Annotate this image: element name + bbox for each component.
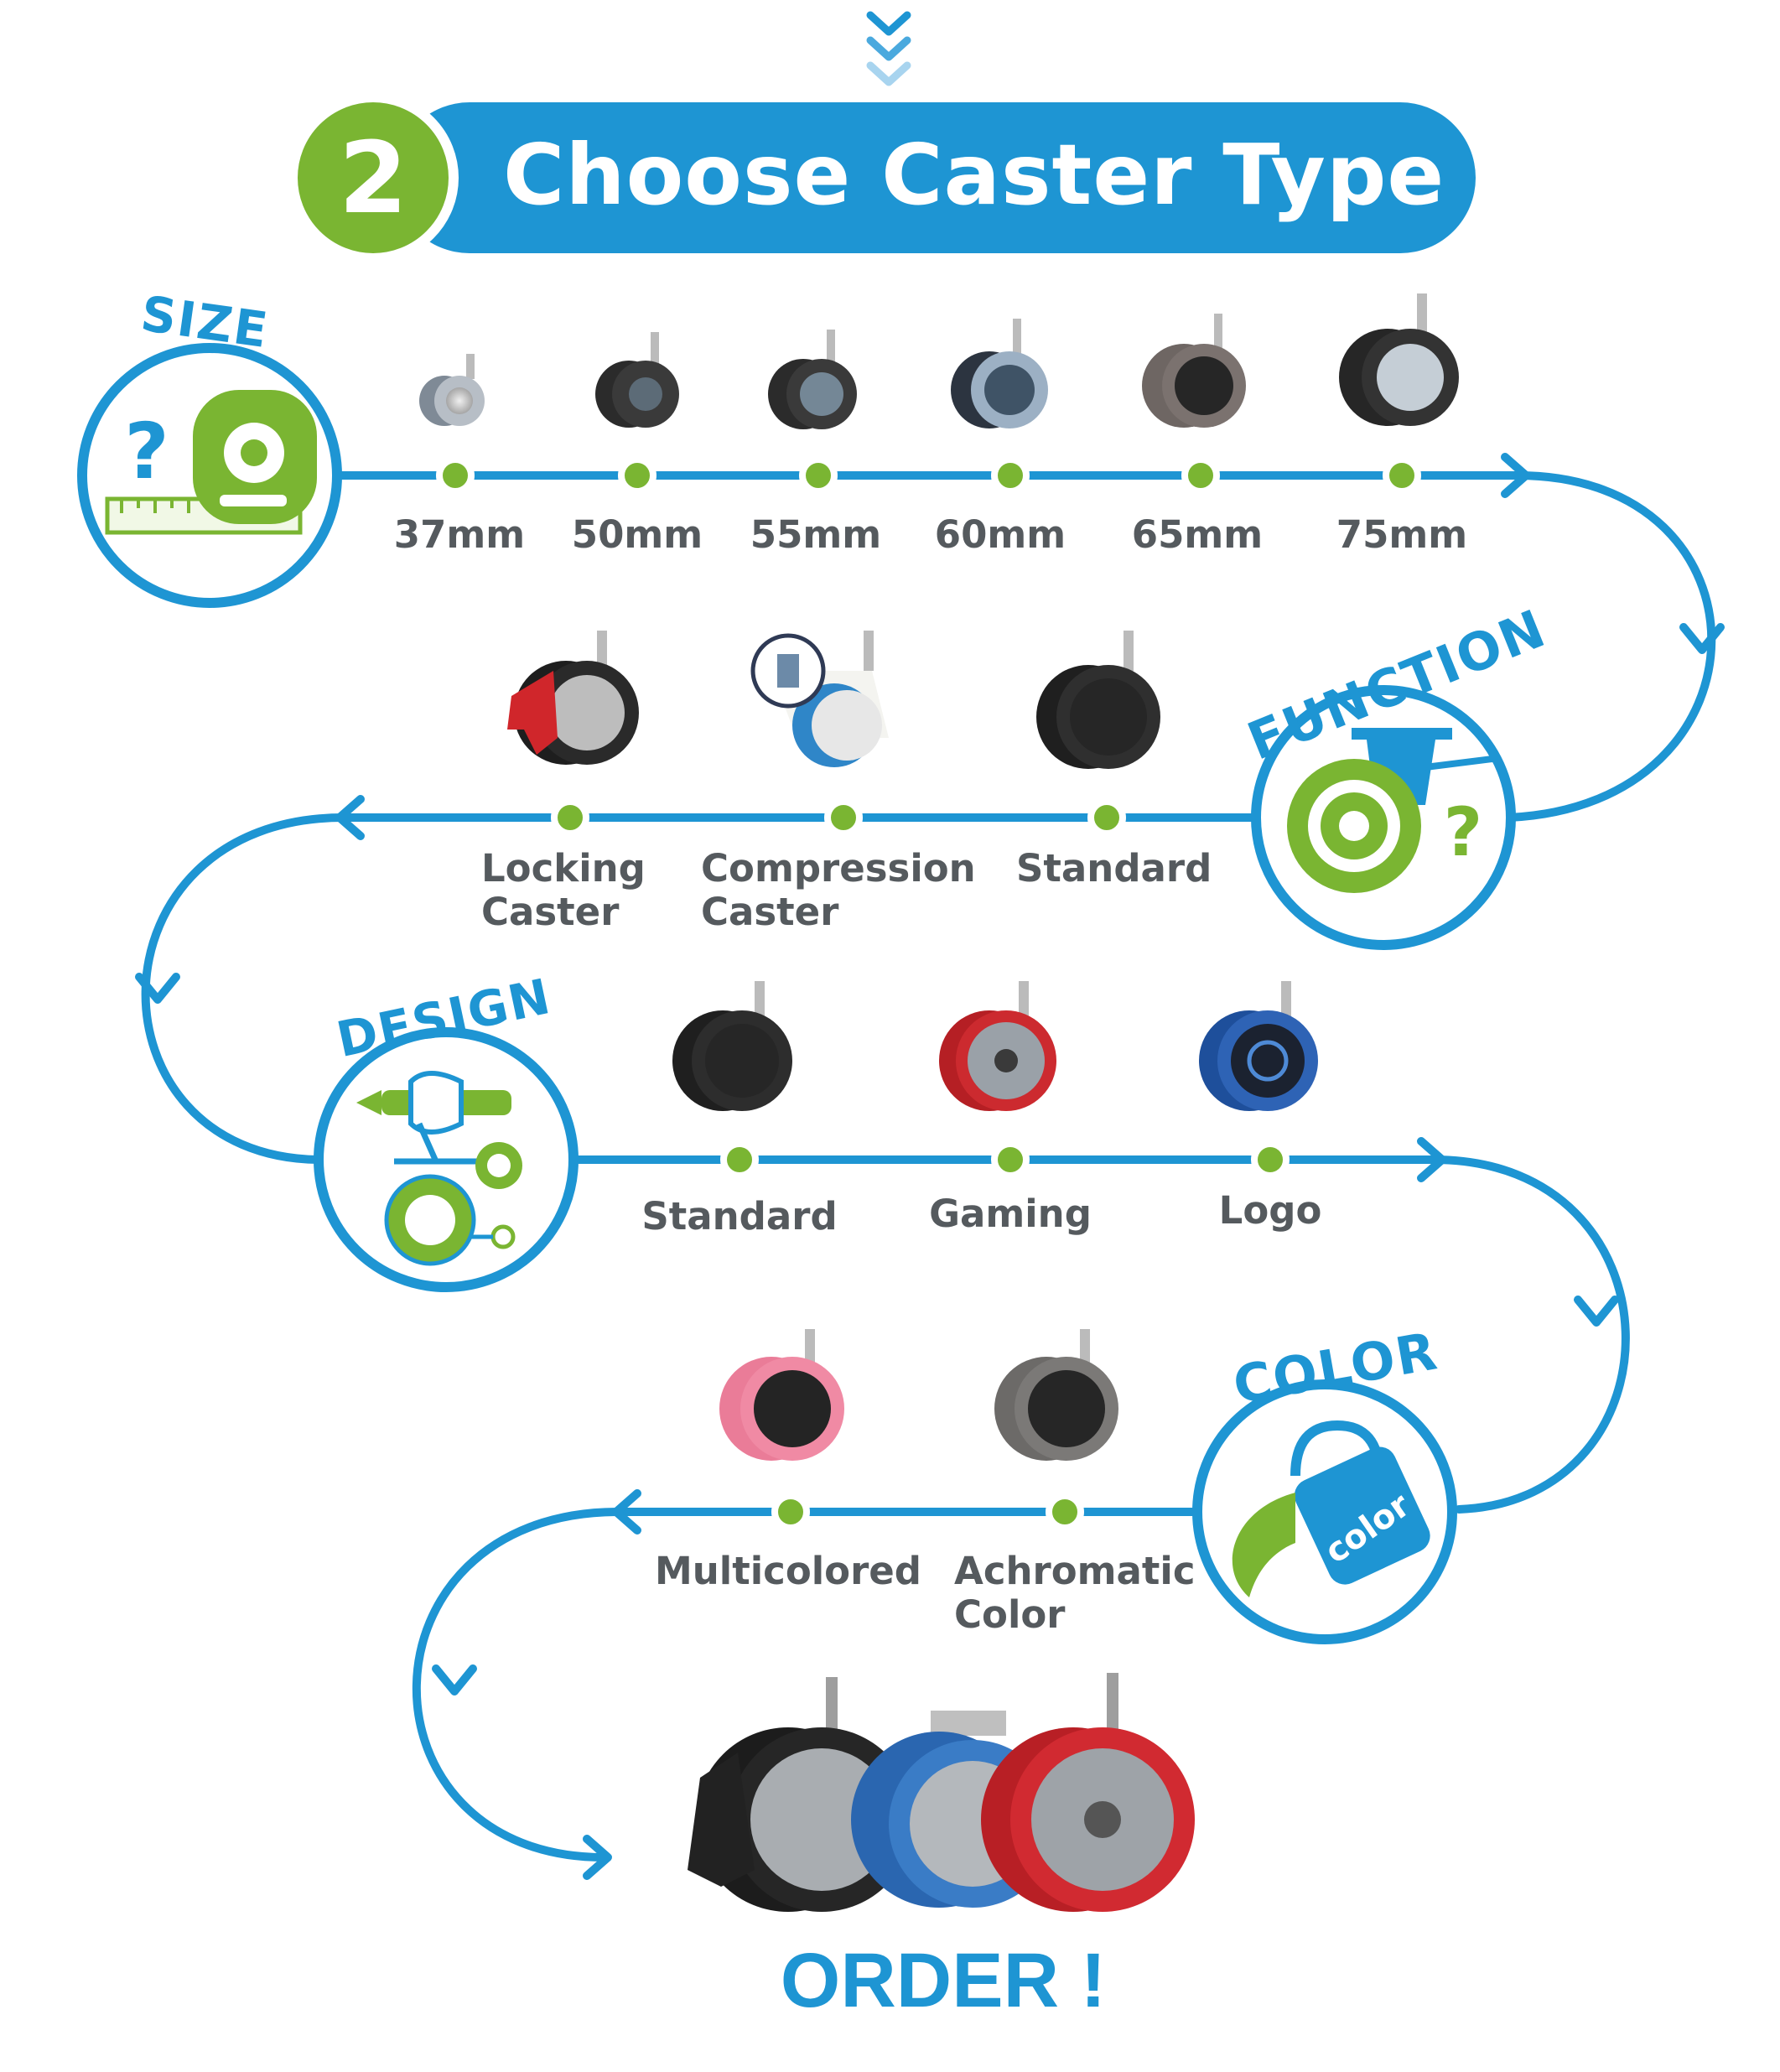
option-dot — [1383, 456, 1421, 495]
size-option-75mm[interactable]: 75mm — [1336, 512, 1468, 557]
caster-logo-image — [1199, 981, 1318, 1111]
option-dot — [991, 456, 1030, 495]
caster-65mm-image — [1142, 314, 1246, 428]
color-option-multicolored[interactable]: Multicolored — [654, 1549, 922, 1593]
scroll-down-chevrons-icon — [866, 11, 911, 86]
color-option-achromatic[interactable]: Achromatic Color — [954, 1549, 1196, 1637]
option-dot — [720, 1140, 759, 1179]
option-dot — [824, 798, 863, 837]
design-icon-circle — [314, 1027, 579, 1292]
caster-design-standard-image — [672, 981, 792, 1111]
size-option-50mm[interactable]: 50mm — [571, 512, 703, 557]
caster-achromatic-image — [994, 1329, 1118, 1461]
option-dot — [771, 1493, 810, 1531]
option-dot — [799, 456, 838, 495]
caster-compression-image — [750, 631, 889, 767]
option-dot — [1251, 1140, 1290, 1179]
design-option-standard[interactable]: Standard — [641, 1194, 838, 1239]
function-option-locking-caster[interactable]: Locking Caster — [481, 846, 646, 934]
caster-75mm-image — [1339, 293, 1459, 426]
arrowhead-down-icon — [432, 1664, 477, 1696]
option-dot — [1087, 798, 1126, 837]
option-dot — [551, 798, 589, 837]
arrowhead-down-icon — [1679, 623, 1725, 654]
curve-design-to-color — [1430, 1155, 1630, 1514]
arrowhead-left-icon — [612, 1489, 641, 1535]
order-cta[interactable]: ORDER ! — [780, 1938, 1107, 2023]
size-option-55mm[interactable]: 55mm — [750, 512, 882, 557]
arrowhead-right-icon — [1417, 1137, 1446, 1182]
caster-function-standard-image — [1036, 631, 1160, 769]
arrowhead-down-icon — [1574, 1296, 1619, 1327]
svg-text:?: ? — [1444, 793, 1482, 871]
size-icon-circle: ? — [77, 343, 342, 608]
color-icon-circle — [1192, 1379, 1457, 1644]
arrowhead-right-icon — [1501, 453, 1530, 498]
caster-60mm-image — [951, 319, 1048, 428]
caster-37mm-image — [419, 354, 485, 426]
design-option-gaming[interactable]: Gaming — [929, 1192, 1092, 1236]
design-option-logo[interactable]: Logo — [1218, 1188, 1322, 1233]
caster-order-group-image — [688, 1673, 1195, 1912]
header-banner — [394, 102, 1476, 253]
arrowhead-down-icon — [135, 973, 180, 1004]
caster-55mm-image — [768, 330, 857, 429]
function-option-compression-caster[interactable]: Compression Caster — [701, 846, 976, 934]
option-dot — [1046, 1493, 1084, 1531]
option-dot — [618, 456, 656, 495]
option-dot — [1181, 456, 1220, 495]
option-dot — [436, 456, 475, 495]
curve-color-to-order — [412, 1508, 620, 1862]
page-title: Choose Caster Type — [503, 126, 1445, 224]
caster-50mm-image — [595, 332, 679, 428]
size-option-37mm[interactable]: 37mm — [393, 512, 526, 557]
function-icon-circle: ? — [1251, 685, 1516, 950]
size-option-65mm[interactable]: 65mm — [1131, 512, 1264, 557]
caster-multicolored-image — [719, 1329, 844, 1461]
option-dot — [991, 1140, 1030, 1179]
arrowhead-right-icon — [583, 1835, 612, 1880]
arrowhead-left-icon — [335, 795, 365, 840]
size-option-60mm[interactable]: 60mm — [934, 512, 1066, 557]
caster-gaming-image — [939, 981, 1056, 1111]
svg-text:?: ? — [124, 407, 169, 496]
function-option-standard[interactable]: Standard — [1016, 846, 1212, 891]
caster-locking-image — [507, 631, 639, 765]
